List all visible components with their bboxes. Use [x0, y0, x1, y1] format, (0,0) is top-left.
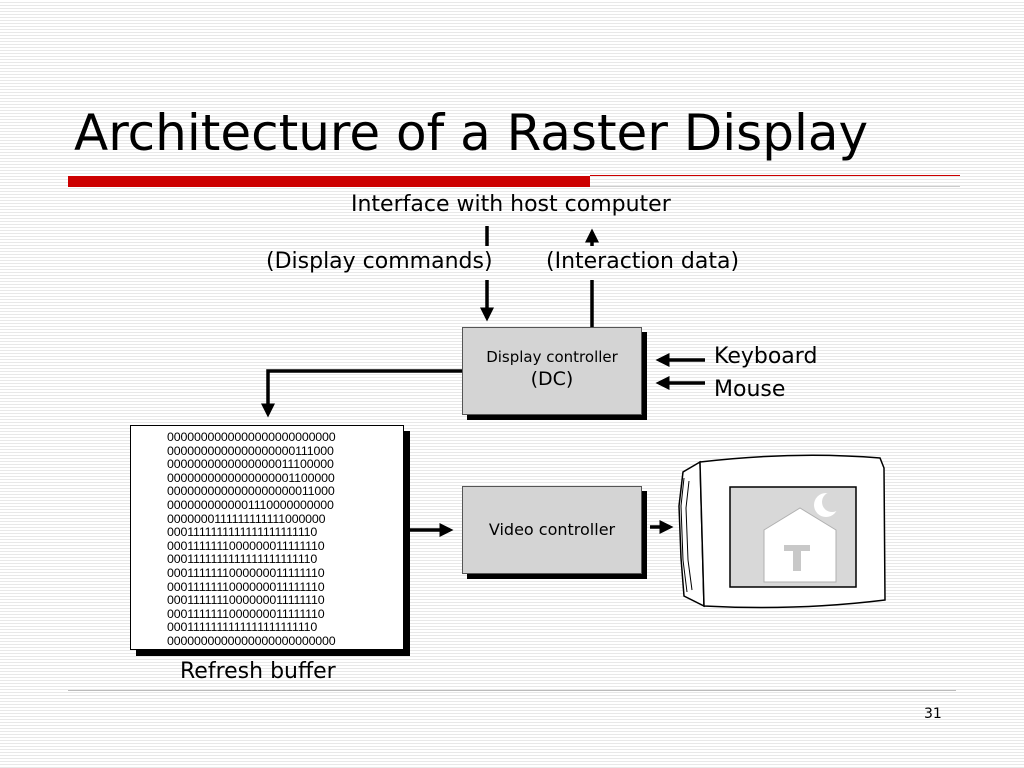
refresh-buffer-bits: 0000000000000000000000000 00000000000000… — [167, 430, 336, 649]
bit-row: 0000000000000000000011000 — [167, 484, 335, 499]
slide-title: Architecture of a Raster Display — [74, 104, 869, 162]
video-controller-box: Video controller — [462, 486, 642, 574]
bit-row: 0001111111000000011111110 — [167, 579, 325, 594]
title-underline-gray — [590, 186, 960, 187]
display-controller-abbrev: (DC) — [530, 368, 574, 390]
display-controller-box: Display controller (DC) — [462, 327, 642, 415]
dc-to-buffer-arrow — [261, 369, 462, 418]
bit-row: 0000000000000000000000000 — [167, 430, 336, 444]
footer-rule — [68, 690, 956, 691]
bit-row: 0000000000000000000111000 — [167, 443, 334, 458]
title-underline-thin — [590, 175, 960, 176]
title-underline-red — [68, 176, 590, 187]
bit-row: 0001111111111111111111110 — [167, 525, 318, 540]
refresh-buffer-label: Refresh buffer — [180, 659, 336, 684]
interface-label: Interface with host computer — [351, 192, 671, 217]
monitor-icon — [678, 454, 886, 609]
bit-row: 0001111111000000011111110 — [167, 565, 325, 580]
refresh-buffer: 0000000000000000000000000 00000000000000… — [130, 425, 404, 650]
bit-row: 0000000000000000011100000 — [167, 457, 334, 472]
bit-row: 0000000000001110000000000 — [167, 497, 334, 512]
display-controller-label: Display controller — [486, 348, 618, 366]
display-commands-label: (Display commands) — [266, 249, 493, 274]
bit-row: 0000000111111111111000000 — [167, 511, 326, 526]
bit-row: 0001111111000000011111110 — [167, 538, 325, 553]
bit-row: 0001111111111111111111110 — [167, 620, 318, 635]
bit-row: 0001111111000000011111110 — [167, 593, 325, 608]
keyboard-label: Keyboard — [714, 344, 818, 369]
bit-row: 0001111111000000011111110 — [167, 606, 325, 621]
video-controller-label: Video controller — [488, 520, 616, 539]
bit-row: 0000000000000000000000000 — [167, 633, 336, 648]
page-number: 31 — [924, 706, 942, 722]
bit-row: 0000000000000000001100000 — [167, 470, 335, 485]
interaction-data-label: (Interaction data) — [546, 249, 740, 274]
mouse-label: Mouse — [714, 377, 786, 402]
bit-row: 0001111111111111111111110 — [167, 552, 318, 567]
